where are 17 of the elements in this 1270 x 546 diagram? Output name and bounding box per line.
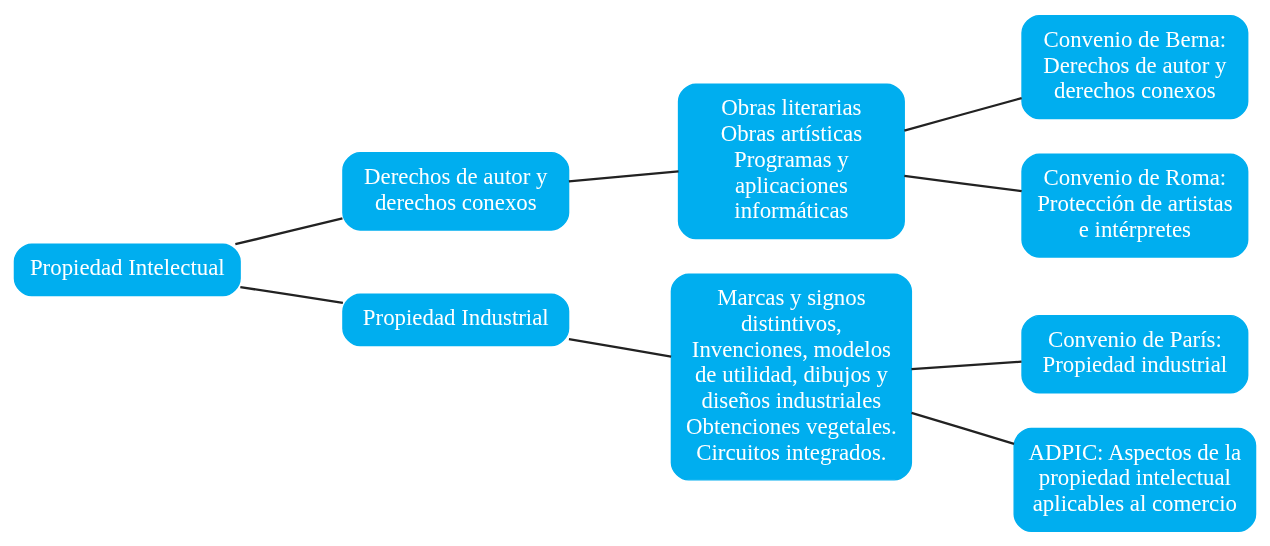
node-box: Propiedad Intelectual <box>13 243 241 296</box>
connector <box>568 169 679 182</box>
node-box: Derechos de autor y derechos conexos <box>342 151 570 231</box>
connector <box>235 216 343 245</box>
connector <box>911 411 1015 445</box>
node-box: Convenio de París: Propiedad industrial <box>1021 314 1249 393</box>
connector <box>911 360 1022 370</box>
node-box: Propiedad Industrial <box>342 293 570 346</box>
connector <box>904 96 1022 132</box>
connector <box>240 285 344 304</box>
connector <box>568 337 672 358</box>
node-box: Marcas y signos distintivos, Invenciones, modelos de utilidad, dibujos y diseños industriales Obtenciones vegetales. Circuitos integrados. <box>670 273 913 481</box>
node-box: Convenio de Berna: Derechos de autor y derechos conexos <box>1021 14 1249 119</box>
node-box: ADPIC: Aspectos de la propiedad intelectual aplicables al comercio <box>1013 427 1257 532</box>
connector <box>904 174 1022 192</box>
node-box: Obras literarias Obras artísticas Programas y aplicaciones informáticas <box>677 83 905 239</box>
node-box: Convenio de Roma: Protección de artistas e intérpretes <box>1021 153 1249 258</box>
